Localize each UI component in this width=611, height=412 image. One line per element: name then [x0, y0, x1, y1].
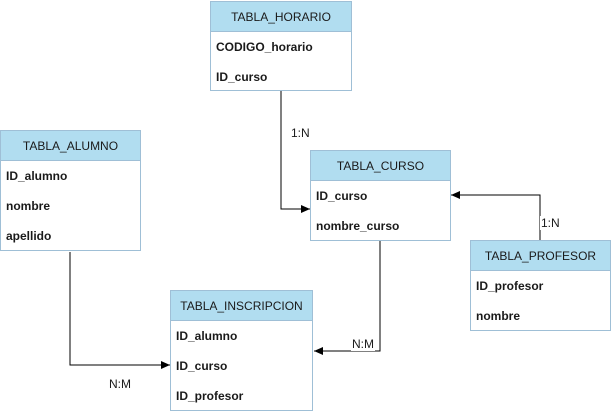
cardinality-label-alumno-inscripcion: N:M — [108, 377, 132, 391]
entity-header-tabla-horario: TABLA_HORARIO — [211, 2, 351, 32]
field-id-alumno: ID_alumno — [176, 329, 238, 343]
field-nombre: nombre — [6, 199, 51, 213]
entity-header-tabla-inscripcion: TABLA_INSCRIPCION — [171, 291, 312, 321]
entity-tabla-alumno[interactable]: TABLA_ALUMNO ID_alumno nombre apellido — [0, 130, 141, 251]
field-codigo-horario: CODIGO_horario — [216, 40, 313, 54]
field-nombre-curso: nombre_curso — [316, 219, 400, 233]
entity-header-tabla-curso: TABLA_CURSO — [311, 151, 450, 181]
connector-horario-curso[interactable] — [280, 90, 310, 213]
cardinality-label-horario-curso: 1:N — [290, 126, 311, 140]
connector-curso-inscripcion[interactable] — [314, 240, 381, 355]
field-id-curso: ID_curso — [216, 70, 268, 84]
entity-tabla-profesor[interactable]: TABLA_PROFESOR ID_profesor nombre — [470, 240, 611, 331]
cardinality-label-curso-inscripcion: N:M — [351, 337, 375, 351]
field-id-profesor: ID_profesor — [476, 279, 544, 293]
connector-profesor-curso[interactable] — [451, 191, 541, 240]
field-nombre: nombre — [476, 309, 521, 323]
cardinality-label-profesor-curso: 1:N — [540, 216, 561, 230]
entity-header-tabla-alumno: TABLA_ALUMNO — [1, 131, 140, 161]
entity-header-tabla-profesor: TABLA_PROFESOR — [471, 241, 610, 271]
field-id-curso: ID_curso — [176, 359, 228, 373]
entity-tabla-inscripcion[interactable]: TABLA_INSCRIPCION ID_alumno ID_curso ID_… — [170, 290, 313, 411]
field-id-profesor: ID_profesor — [176, 389, 244, 403]
field-id-curso: ID_curso — [316, 189, 368, 203]
field-id-alumno: ID_alumno — [6, 169, 68, 183]
field-apellido: apellido — [6, 229, 52, 243]
entity-tabla-horario[interactable]: TABLA_HORARIO CODIGO_horario ID_curso — [210, 1, 352, 91]
connector-alumno-inscripcion[interactable] — [69, 252, 170, 369]
entity-tabla-curso[interactable]: TABLA_CURSO ID_curso nombre_curso — [310, 150, 451, 241]
